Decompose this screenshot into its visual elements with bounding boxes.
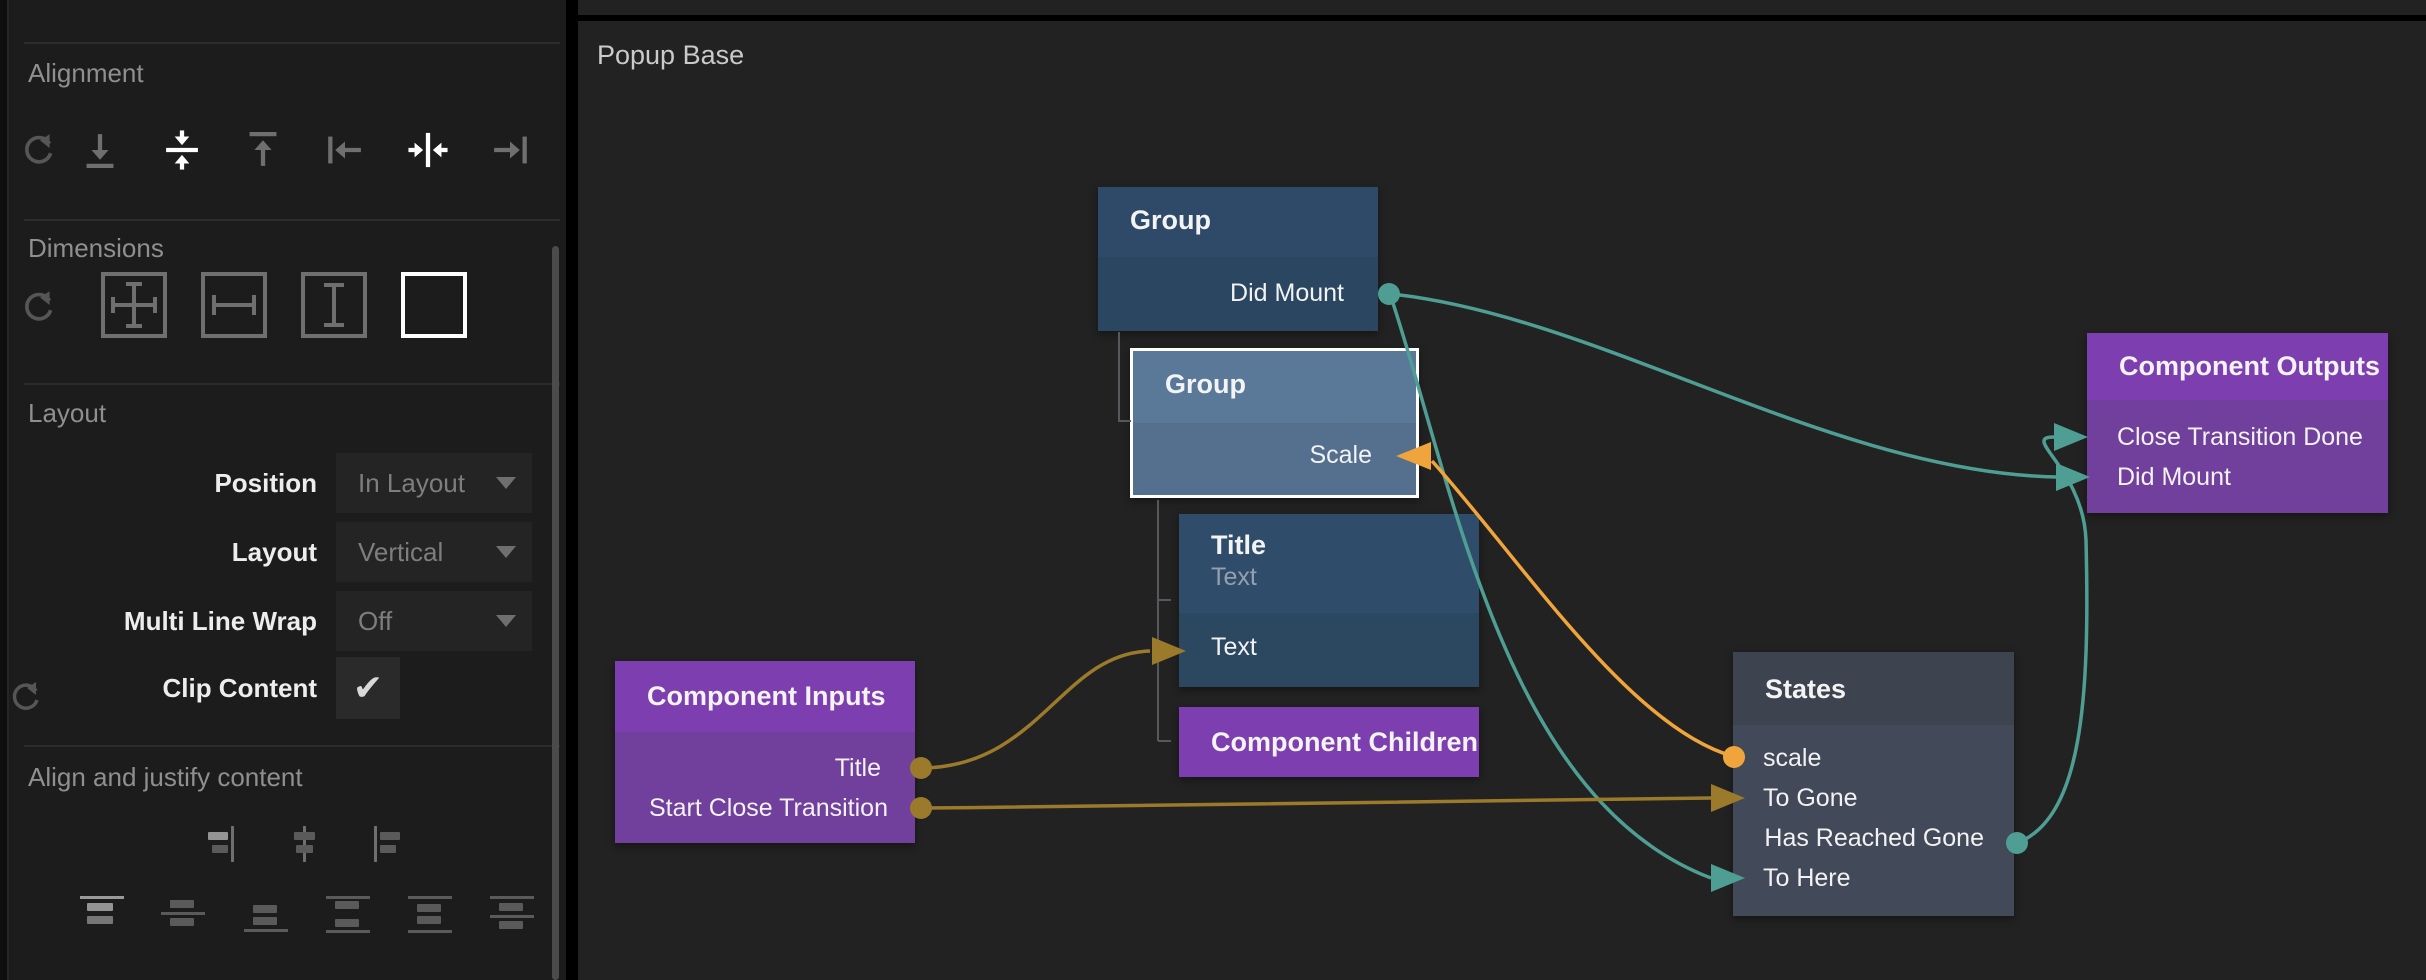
- size-height-icon[interactable]: [301, 272, 367, 338]
- node-title: Title: [1211, 530, 1267, 560]
- node-title: Group: [1130, 205, 1211, 235]
- checkmark-icon: ✔: [352, 667, 384, 708]
- space-between-icon[interactable]: [324, 896, 372, 934]
- align-justify-section-header: Align and justify content: [28, 762, 303, 792]
- dimensions-section-header: Dimensions: [28, 233, 164, 263]
- space-around-icon[interactable]: [406, 896, 454, 934]
- section-divider: [24, 219, 560, 221]
- node-component-children[interactable]: Component Children: [1179, 707, 1479, 777]
- multi-line-wrap-value: Off: [358, 605, 393, 636]
- space-evenly-icon[interactable]: [488, 896, 536, 934]
- item-align-center-icon[interactable]: [286, 826, 334, 864]
- chevron-down-icon: [496, 477, 516, 489]
- section-divider: [24, 42, 560, 44]
- node-states[interactable]: States scale To Gone Has Reached Gone To…: [1733, 652, 2014, 916]
- reset-icon[interactable]: [20, 130, 58, 168]
- node-title: Component Outputs: [2119, 351, 2380, 381]
- alignment-section-header: Alignment: [28, 58, 144, 88]
- align-right-icon[interactable]: [488, 128, 532, 172]
- section-divider: [24, 745, 560, 747]
- align-bottom-icon[interactable]: [78, 128, 122, 172]
- port-text[interactable]: Text: [1211, 633, 1257, 661]
- port-title[interactable]: Title: [834, 754, 881, 782]
- reset-icon[interactable]: [8, 678, 44, 714]
- align-left-icon[interactable]: [323, 128, 367, 172]
- canvas-top-divider: [578, 15, 2426, 21]
- properties-sidebar: Alignment Dimensions Layout Position In …: [0, 0, 566, 980]
- size-width-icon[interactable]: [201, 272, 267, 338]
- port-to-here[interactable]: To Here: [1763, 864, 1851, 892]
- layout-dropdown[interactable]: Vertical: [336, 522, 532, 582]
- justify-start-icon[interactable]: [78, 896, 126, 934]
- size-width-height-icon[interactable]: [101, 272, 167, 338]
- port-scale[interactable]: scale: [1763, 744, 1822, 772]
- node-title-text[interactable]: Title Text Text: [1179, 514, 1479, 687]
- node-group-selected[interactable]: Group Scale: [1130, 348, 1419, 498]
- sidebar-left-edge: [0, 0, 9, 980]
- position-label: Position: [214, 468, 317, 498]
- node-subtitle: Text: [1211, 563, 1257, 591]
- layout-section-header: Layout: [28, 398, 107, 428]
- item-align-end-icon[interactable]: [202, 826, 250, 864]
- size-content-icon[interactable]: [401, 272, 467, 338]
- node-title: Component Children: [1211, 727, 1478, 757]
- position-value: In Layout: [358, 467, 465, 498]
- node-title: Component Inputs: [647, 681, 886, 711]
- sidebar-scrollbar[interactable]: [552, 246, 559, 980]
- item-align-start-icon[interactable]: [369, 826, 417, 864]
- port-close-transition-done[interactable]: Close Transition Done: [2117, 423, 2363, 451]
- justify-end-icon[interactable]: [242, 896, 290, 934]
- port-to-gone[interactable]: To Gone: [1763, 784, 1858, 812]
- section-divider: [24, 383, 560, 385]
- layout-label: Layout: [231, 537, 317, 567]
- align-center-horizontal-icon[interactable]: [406, 128, 450, 172]
- port-did-mount[interactable]: Did Mount: [1230, 279, 1344, 307]
- chevron-down-icon: [496, 615, 516, 627]
- port-start-close-transition[interactable]: Start Close Transition: [649, 794, 888, 822]
- node-title: States: [1765, 674, 1847, 704]
- align-center-vertical-icon[interactable]: [160, 128, 204, 172]
- multi-line-wrap-label: Multi Line Wrap: [123, 606, 317, 636]
- port-has-reached-gone[interactable]: Has Reached Gone: [1764, 824, 1984, 852]
- node-component-inputs[interactable]: Component Inputs Title Start Close Trans…: [615, 661, 915, 843]
- align-top-icon[interactable]: [241, 128, 285, 172]
- component-breadcrumb: Popup Base: [597, 40, 745, 70]
- node-title: Group: [1165, 369, 1246, 399]
- position-dropdown[interactable]: In Layout: [336, 453, 532, 513]
- clip-content-checkbox[interactable]: ✔: [336, 657, 400, 719]
- layout-value: Vertical: [358, 536, 444, 567]
- clip-content-label: Clip Content: [162, 673, 317, 703]
- port-did-mount[interactable]: Did Mount: [2117, 463, 2231, 491]
- justify-center-icon[interactable]: [159, 896, 207, 934]
- reset-icon[interactable]: [20, 287, 58, 325]
- port-scale[interactable]: Scale: [1309, 441, 1372, 469]
- chevron-down-icon: [496, 546, 516, 558]
- node-group[interactable]: Group Did Mount: [1098, 187, 1378, 331]
- node-component-outputs[interactable]: Component Outputs Close Transition Done …: [2087, 333, 2388, 513]
- multi-line-wrap-dropdown[interactable]: Off: [336, 591, 532, 651]
